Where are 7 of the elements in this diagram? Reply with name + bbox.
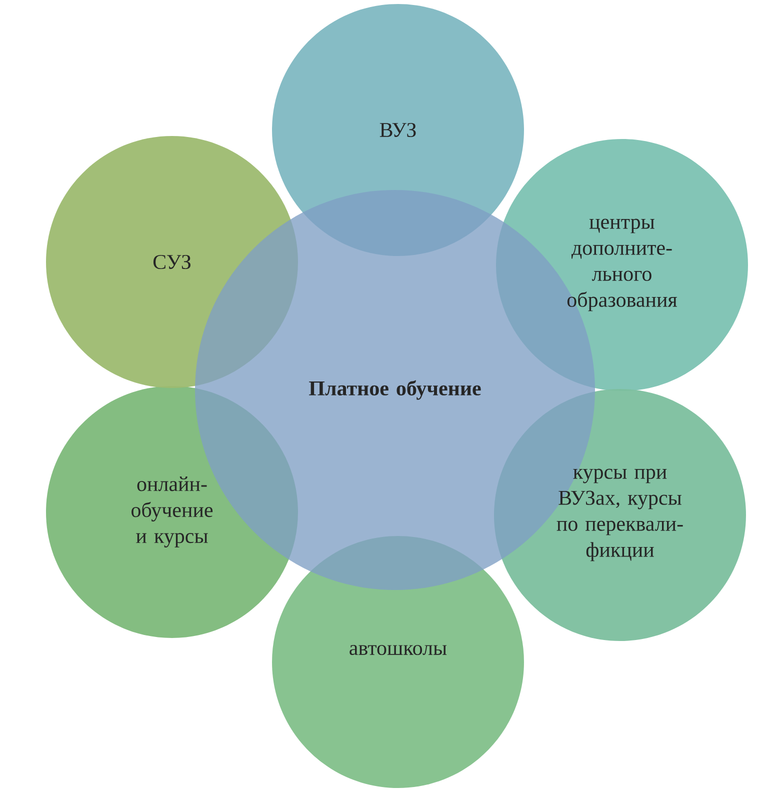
circle-label: Платное обучение [309, 380, 481, 400]
circle-label: онлайн- обучение и курсы [132, 476, 213, 548]
circle-label: СУЗ [153, 254, 190, 270]
circle-label: автошколы [350, 644, 447, 656]
circle-label: центры дополните- льного образования [567, 218, 677, 312]
circle-label: ВУЗ [380, 122, 416, 138]
circle-label: курсы при ВУЗах, курсы по переквали- фикции [556, 468, 683, 562]
